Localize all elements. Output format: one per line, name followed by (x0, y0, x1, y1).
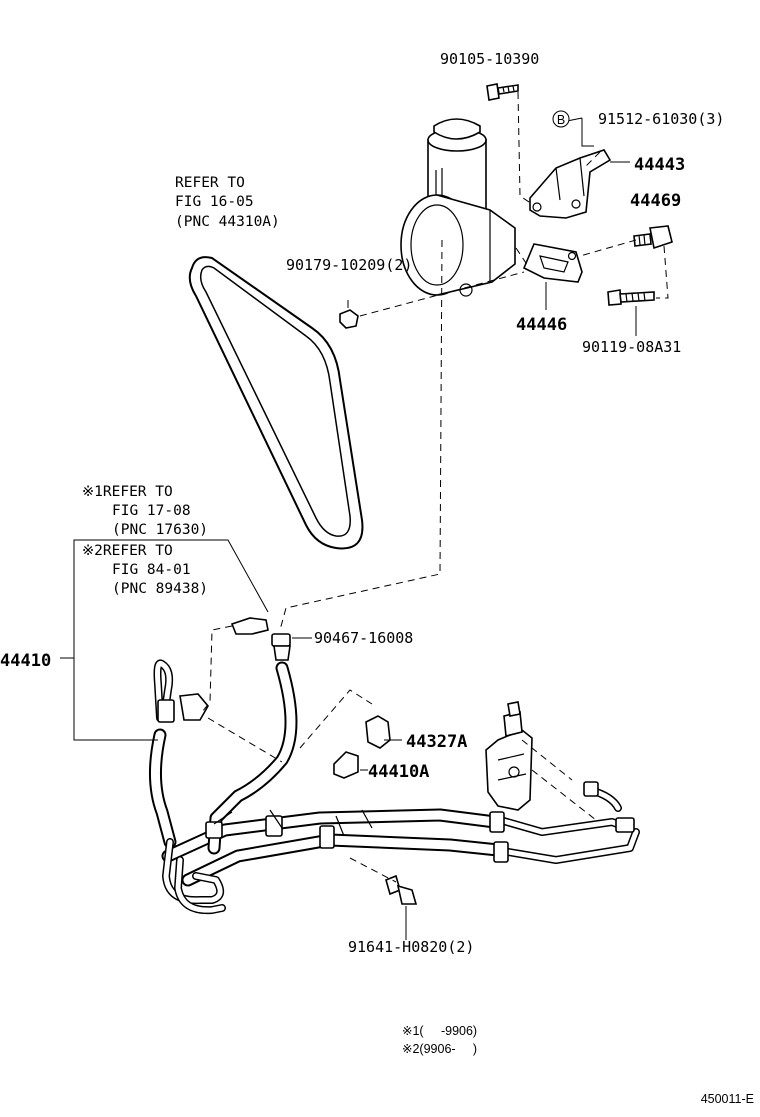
bolt-44469 (633, 225, 673, 250)
bolt-90105 (486, 83, 519, 101)
power-steering-pump (400, 118, 516, 297)
bracket-44443 (529, 149, 612, 219)
label-90119-08a31: 90119-08A31 (582, 338, 681, 356)
bracket-44446 (522, 243, 583, 283)
label-91512-61030: 91512-61030(3) (598, 110, 724, 128)
ref2-line-3: (PNC 89438) (112, 581, 208, 597)
bolt-90119 (607, 289, 655, 306)
ref1-line-3: (PNC 17630) (112, 522, 208, 538)
steering-gear-box (485, 701, 533, 811)
ref2-line-1: ※2REFER TO (82, 543, 173, 559)
label-44410: 44410 (0, 651, 51, 671)
label-44469: 44469 (630, 191, 681, 211)
footnote-2: ※2(9906- ) (402, 1042, 477, 1056)
figure-id: 450011-E (701, 1092, 754, 1106)
reference-2: ※2REFER TO FIG 84-01 (PNC 89438) (82, 543, 208, 597)
leader-lines (60, 91, 669, 940)
belt-ref-line-3: (PNC 44310A) (175, 214, 280, 230)
bolt-91641 (385, 874, 418, 905)
belt-ref-line-1: REFER TO (175, 175, 245, 191)
label-44446: 44446 (516, 315, 567, 335)
label-44443: 44443 (634, 155, 685, 175)
ref1-line-1: ※1REFER TO (82, 484, 173, 500)
fitting-44327a (365, 715, 391, 749)
belt-reference: REFER TO FIG 16-05 (PNC 44310A) (175, 175, 280, 230)
label-90179-10209: 90179-10209(2) (286, 256, 412, 274)
label-91641-h0820: 91641-H0820(2) (348, 938, 474, 956)
marker-b: B (557, 113, 565, 127)
footnote-1: ※1( -9906) (402, 1024, 477, 1038)
pressure-switch (230, 617, 269, 635)
hose-assembly (148, 633, 640, 915)
ref1-line-2: FIG 17-08 (112, 503, 191, 519)
union-44410a (333, 751, 359, 779)
label-90467-16008: 90467-16008 (314, 629, 413, 647)
reference-1: ※1REFER TO FIG 17-08 (PNC 17630) (82, 484, 208, 538)
label-44410a: 44410A (368, 762, 429, 782)
ref2-line-2: FIG 84-01 (112, 562, 191, 578)
label-90105-10390: 90105-10390 (440, 50, 539, 68)
belt-ref-line-2: FIG 16-05 (175, 194, 254, 210)
nut-90179 (339, 309, 359, 329)
label-44327a: 44327A (406, 732, 467, 752)
v-belt (188, 256, 364, 550)
